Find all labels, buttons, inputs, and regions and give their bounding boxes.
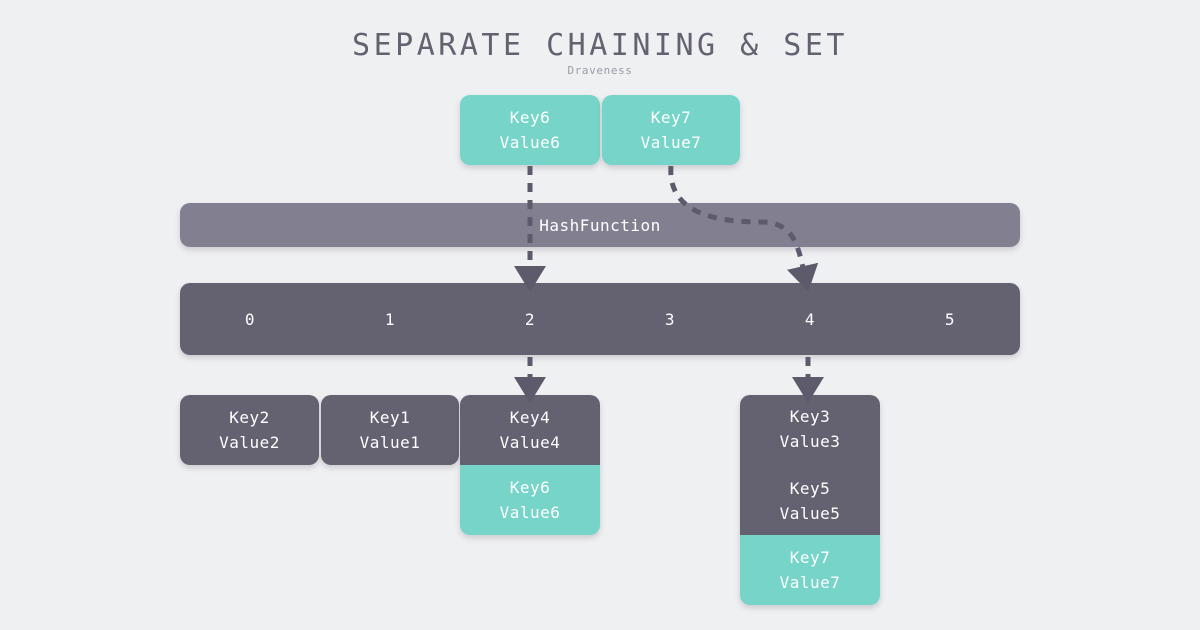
hash-function-bar[interactable]: HashFunction: [180, 203, 1020, 247]
entry-key: Key7: [789, 548, 831, 567]
entry-key: Key6: [509, 108, 551, 127]
bucket-index-array: 0 1 2 3 4 5: [180, 283, 1020, 355]
page-title: SEPARATE CHAINING & SET: [352, 28, 848, 63]
entry-value: Value4: [499, 433, 561, 452]
entry-value: Value6: [499, 503, 561, 522]
bucket-index-4[interactable]: 4: [804, 309, 816, 329]
bucket-index-1[interactable]: 1: [384, 309, 396, 329]
entry-value: Value3: [779, 432, 841, 451]
entry-key: Key6: [509, 478, 551, 497]
hash-function-label: HashFunction: [539, 215, 661, 235]
incoming-entry-key7[interactable]: Key7 Value7: [602, 95, 740, 165]
incoming-entry-key6[interactable]: Key6 Value6: [460, 95, 600, 165]
chain-4-entry-key7[interactable]: Key7 Value7: [740, 535, 880, 605]
chain-0-entry-key2[interactable]: Key2 Value2: [180, 395, 319, 465]
page-subtitle: Draveness: [567, 64, 633, 77]
entry-key: Key5: [789, 479, 831, 498]
chain-2-entry-key4[interactable]: Key4 Value4: [460, 395, 600, 465]
entry-key: Key2: [229, 408, 270, 427]
chain-2-entry-key6[interactable]: Key6 Value6: [460, 465, 600, 535]
entry-value: Value7: [640, 133, 702, 152]
chain-1-entry-key1[interactable]: Key1 Value1: [321, 395, 459, 465]
bucket-index-2[interactable]: 2: [524, 309, 536, 329]
entry-value: Value2: [219, 433, 280, 452]
entry-value: Value5: [779, 504, 841, 523]
bucket-index-3[interactable]: 3: [664, 309, 676, 329]
entry-key: Key3: [789, 407, 831, 426]
entry-value: Value6: [499, 133, 561, 152]
entry-value: Value7: [779, 573, 841, 592]
chain-4-entry-key3[interactable]: Key3 Value3: [780, 404, 841, 454]
entry-key: Key4: [509, 408, 551, 427]
entry-key: Key1: [369, 408, 411, 427]
entry-value: Value1: [359, 433, 421, 452]
bucket-index-5[interactable]: 5: [944, 309, 956, 329]
bucket-index-0[interactable]: 0: [244, 309, 256, 329]
chain-4-entry-key5[interactable]: Key5 Value5: [780, 476, 841, 526]
chain-4-gray-entries: Key3 Value3 Key5 Value5: [740, 395, 880, 535]
entry-key: Key7: [650, 108, 692, 127]
